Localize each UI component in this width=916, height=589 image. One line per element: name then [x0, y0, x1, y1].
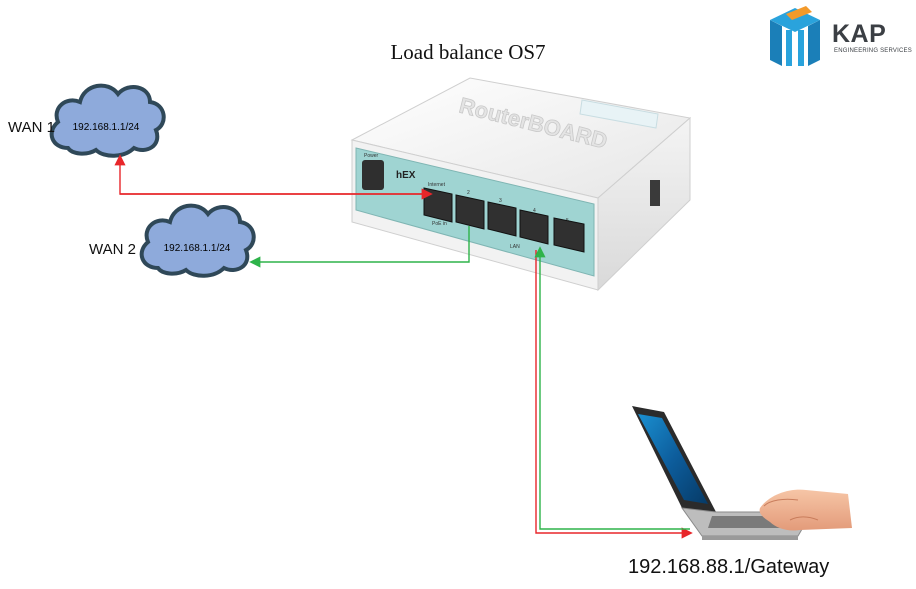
- port-label-internet: Internet: [428, 182, 446, 188]
- wan2-label: WAN 2: [89, 241, 136, 258]
- port-number-2: 2: [467, 190, 470, 196]
- wan1-cloud: 192.168.1.1/24: [49, 83, 166, 158]
- router-model: hEX: [396, 170, 416, 181]
- hand-icon: [759, 489, 852, 531]
- port-label-poe: PoE in: [432, 221, 447, 227]
- port-5[interactable]: [553, 217, 585, 253]
- router: RouterBOARD Power hEX Internet PoE in LA…: [350, 77, 692, 292]
- port-4[interactable]: [519, 209, 549, 245]
- port-3[interactable]: [487, 201, 517, 237]
- wan2-link: [249, 226, 470, 268]
- lan-link-green: [534, 246, 690, 530]
- brand-tagline: ENGINEERING SERVICES: [834, 48, 912, 54]
- diagram-title: Load balance OS7: [390, 40, 546, 64]
- wan1-label: WAN 1: [8, 119, 55, 136]
- gateway-label: 192.168.88.1/Gateway: [628, 556, 830, 578]
- wan2-ip: 192.168.1.1/24: [164, 243, 231, 254]
- power-label: Power: [364, 153, 379, 159]
- wan1-ip: 192.168.1.1/24: [73, 122, 140, 133]
- port-label-lan: LAN: [510, 244, 520, 250]
- side-usb-port: [650, 180, 660, 206]
- port-number-4: 4: [533, 208, 536, 214]
- port-2[interactable]: [455, 194, 485, 230]
- wan2-cloud: 192.168.1.1/24: [139, 203, 256, 278]
- port-number-3: 3: [499, 198, 502, 204]
- lan-link-red: [535, 250, 693, 539]
- power-jack: [362, 160, 384, 190]
- brand-name: KAP: [832, 20, 887, 48]
